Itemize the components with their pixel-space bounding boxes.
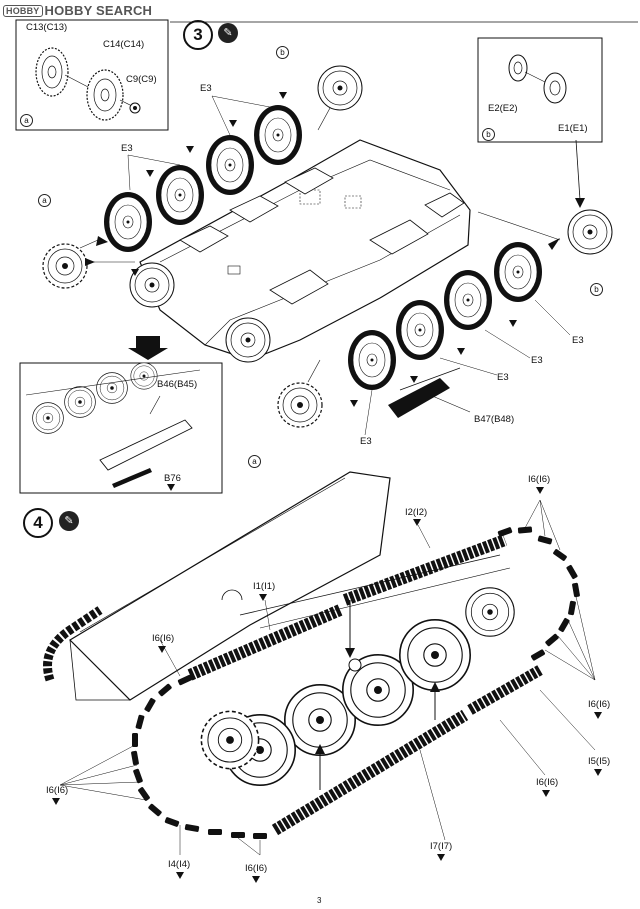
- qty-marker: [594, 712, 602, 719]
- step-number-4: 4: [23, 508, 53, 538]
- ref-marker-a-bottom: a: [248, 455, 261, 468]
- part-label-i4: I4(I4): [168, 859, 191, 870]
- cement-brush-icon: ✎: [59, 511, 79, 531]
- part-label-c14: C14(C14): [103, 39, 145, 50]
- part-label-e3: E3: [497, 372, 509, 383]
- part-label-e3: E3: [360, 436, 372, 447]
- part-label-e3: E3: [200, 83, 212, 94]
- part-label-c13: C13(C13): [26, 22, 68, 33]
- step-number-3: 3: [183, 20, 213, 50]
- part-label-b76: B76: [164, 473, 181, 484]
- ref-marker-b-right: b: [590, 283, 603, 296]
- part-label-e1: E1(E1): [558, 123, 588, 134]
- part-label-i6: I6(I6): [152, 633, 175, 644]
- qty-marker: [259, 594, 267, 601]
- part-label-e3: E3: [121, 143, 133, 154]
- part-label-i6: I6(I6): [536, 777, 559, 788]
- qty-marker: [594, 769, 602, 776]
- qty-marker: [536, 487, 544, 494]
- sprocket-c13-drawing: [35, 47, 69, 97]
- part-label-i6: I6(I6): [245, 863, 268, 874]
- qty-marker: [509, 320, 517, 327]
- qty-marker: [410, 376, 418, 383]
- qty-marker: [350, 400, 358, 407]
- part-label-b47: B47(B48): [474, 414, 515, 425]
- qty-marker: [437, 854, 445, 861]
- cement-brush-icon: ✎: [218, 23, 238, 43]
- qty-marker: [457, 348, 465, 355]
- qty-marker: [186, 146, 194, 153]
- part-label-i7: I7(I7): [430, 841, 453, 852]
- qty-marker: [542, 790, 550, 797]
- ref-marker-a-left: a: [38, 194, 51, 207]
- watermark-badge: HOBBY: [3, 5, 43, 17]
- part-label-e3: E3: [531, 355, 543, 366]
- page-number: 3: [317, 896, 322, 905]
- qty-marker: [146, 170, 154, 177]
- part-label-i2: I2(I2): [405, 507, 428, 518]
- ref-marker-b-top: b: [276, 46, 289, 59]
- part-label-b46: B46(B45): [157, 379, 198, 390]
- qty-marker: [413, 519, 421, 526]
- qty-marker: [52, 798, 60, 805]
- sprocket-c14-drawing: [86, 69, 124, 121]
- part-label-i6: I6(I6): [46, 785, 69, 796]
- part-label-i1: I1(I1): [253, 581, 276, 592]
- qty-marker: [131, 269, 139, 276]
- qty-marker: [279, 92, 287, 99]
- watermark-text: HOBBY SEARCH: [44, 3, 153, 18]
- qty-marker: [229, 120, 237, 127]
- qty-marker: [252, 876, 260, 883]
- part-label-i6: I6(I6): [528, 474, 551, 485]
- qty-marker: [176, 872, 184, 879]
- part-label-c9: C9(C9): [126, 74, 157, 85]
- ref-marker-a-inset: a: [20, 114, 33, 127]
- part-label-i5: I5(I5): [588, 756, 611, 767]
- qty-marker: [158, 646, 166, 653]
- ref-marker-b-inset: b: [482, 128, 495, 141]
- part-label-i6: I6(I6): [588, 699, 611, 710]
- part-label-e2: E2(E2): [488, 103, 518, 114]
- qty-marker: [167, 484, 175, 491]
- track-links-front: [497, 526, 581, 662]
- part-label-e3: E3: [572, 335, 584, 346]
